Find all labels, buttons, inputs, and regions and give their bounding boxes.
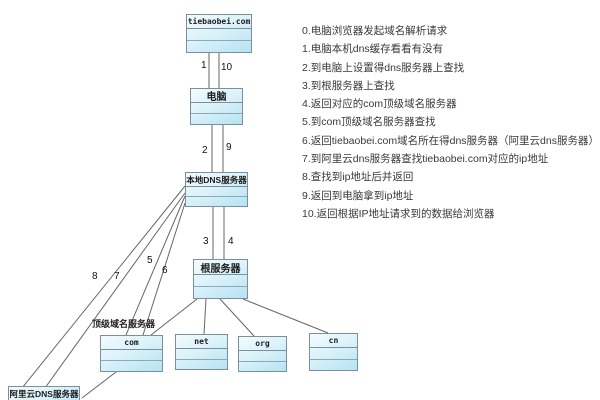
edge-label-5: 5 [147, 255, 153, 266]
root-to-net-line [203, 298, 207, 335]
root-to-com-line [150, 298, 198, 336]
node-computer-label: 电脑 [191, 89, 242, 103]
uml-compartment [239, 362, 286, 372]
uml-compartment [194, 287, 247, 298]
edge-step6-line [142, 202, 186, 336]
node-cn: cn [309, 333, 358, 371]
step-item: 6.返回tiebaobei.com域名所在得dns服务器（阿里云dns服务器） [302, 134, 599, 147]
node-local-dns: 本地DNS服务器 [185, 172, 248, 207]
node-local-dns-label: 本地DNS服务器 [186, 173, 247, 187]
node-computer: 电脑 [190, 88, 243, 125]
node-org: org [238, 336, 287, 372]
uml-compartment [187, 41, 251, 52]
node-tiebaobei-label: tiebaobei.com [187, 15, 251, 29]
step-item: 7.到阿里云dns服务器查找tiebaobei.com对应的ip地址 [302, 153, 549, 166]
uml-compartment [176, 360, 227, 370]
node-org-label: org [239, 337, 286, 351]
tld-server-label: 顶级域名服务器 [92, 319, 156, 329]
node-aliyun-dns: 阿里云DNS服务器 [8, 386, 80, 400]
uml-compartment [101, 361, 162, 371]
edge-step5-line [125, 195, 186, 336]
uml-compartment [194, 275, 247, 287]
step-item: 2.到电脑上设置得dns服务器上查找 [302, 61, 465, 74]
uml-compartment [310, 360, 357, 371]
steps-list: 0.电脑浏览器发起域名解析请求 1.电脑本机dns缓存看看有没有 2.到电脑上设… [302, 22, 599, 223]
edge-label-3: 3 [203, 236, 209, 247]
uml-compartment [186, 187, 247, 197]
node-aliyun-dns-label: 阿里云DNS服务器 [9, 387, 79, 400]
node-root-server-label: 根服务器 [194, 260, 247, 275]
node-cn-label: cn [310, 334, 357, 348]
step-item: 9.返回到电脑拿到ip地址 [302, 189, 414, 202]
step-item: 5.到com顶级域名服务器查找 [302, 116, 436, 129]
step-item: 10.返回根据IP地址请求到的数据给浏览器 [302, 207, 495, 220]
uml-compartment [310, 348, 357, 360]
uml-compartment [176, 349, 227, 360]
uml-compartment [101, 350, 162, 361]
uml-compartment [239, 351, 286, 362]
node-net-label: net [176, 335, 227, 349]
edge-label-4: 4 [228, 236, 234, 247]
uml-compartment [187, 29, 251, 41]
com-to-aliyun-line [81, 371, 117, 399]
edge-label-2: 2 [202, 145, 208, 156]
node-net: net [175, 334, 228, 370]
edge-label-1: 1 [201, 60, 207, 71]
node-com: com [100, 335, 163, 372]
node-root-server: 根服务器 [193, 259, 248, 299]
edge-label-9: 9 [226, 142, 232, 153]
step-item: 3.到根服务器上查找 [302, 79, 395, 92]
node-com-label: com [101, 336, 162, 350]
edge-label-8: 8 [92, 271, 98, 282]
step-item: 0.电脑浏览器发起域名解析请求 [302, 25, 448, 37]
uml-compartment [191, 103, 242, 114]
edge-label-7: 7 [114, 271, 120, 282]
edge-step7-line [44, 192, 186, 389]
uml-compartment [191, 114, 242, 124]
edge-label-10: 10 [221, 62, 233, 73]
step-item: 8.查找到ip地址后并返回 [302, 171, 414, 184]
edge-label-6: 6 [162, 265, 168, 276]
node-tiebaobei: tiebaobei.com [186, 14, 252, 53]
step-item: 1.电脑本机dns缓存看看有没有 [302, 43, 444, 56]
uml-compartment [186, 197, 247, 206]
root-to-org-line [219, 298, 255, 337]
edge-step8-line [21, 185, 186, 389]
step-item: 4.返回对应的com顶级域名服务器 [302, 98, 457, 111]
root-to-cn-line [242, 298, 329, 334]
